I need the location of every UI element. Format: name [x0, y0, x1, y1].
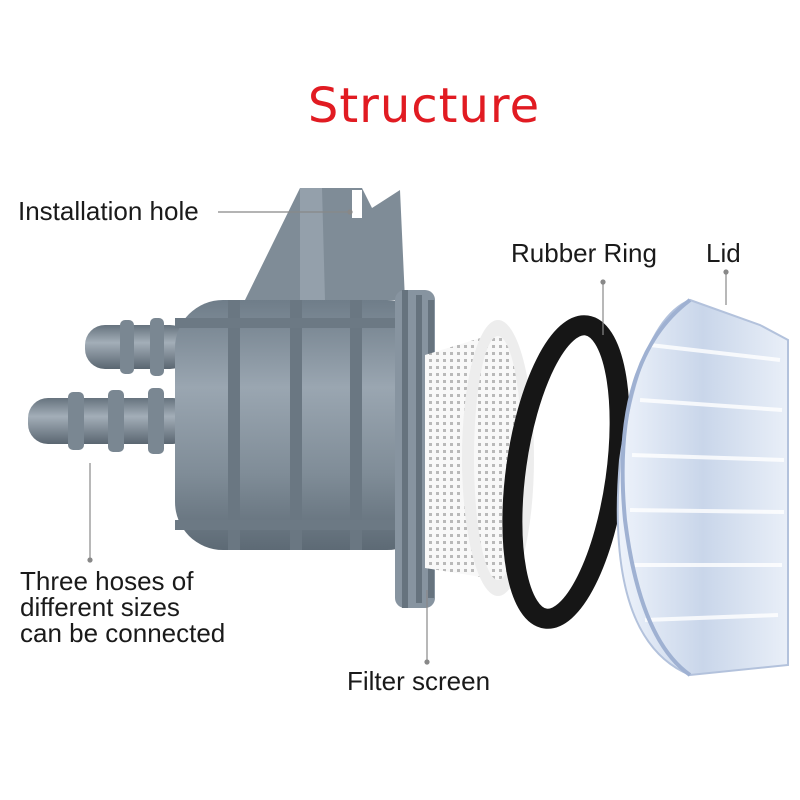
hose-barbs	[28, 318, 193, 454]
rubber-ring	[502, 315, 630, 629]
label-rubber-ring: Rubber Ring	[511, 238, 657, 268]
label-installation-hole: Installation hole	[18, 196, 199, 226]
label-line: different sizes	[20, 592, 180, 622]
label-three-hoses: Three hoses of different sizes can be co…	[20, 568, 225, 646]
leader-lines	[87, 209, 729, 665]
label-line: can be connected	[20, 618, 226, 648]
label-filter-screen: Filter screen	[347, 666, 491, 696]
label-lid: Lid	[706, 238, 741, 268]
strainer-body	[175, 188, 435, 608]
lid	[616, 298, 789, 677]
diagram-title: Structure	[307, 78, 541, 134]
label-line: Three hoses of	[20, 566, 194, 596]
